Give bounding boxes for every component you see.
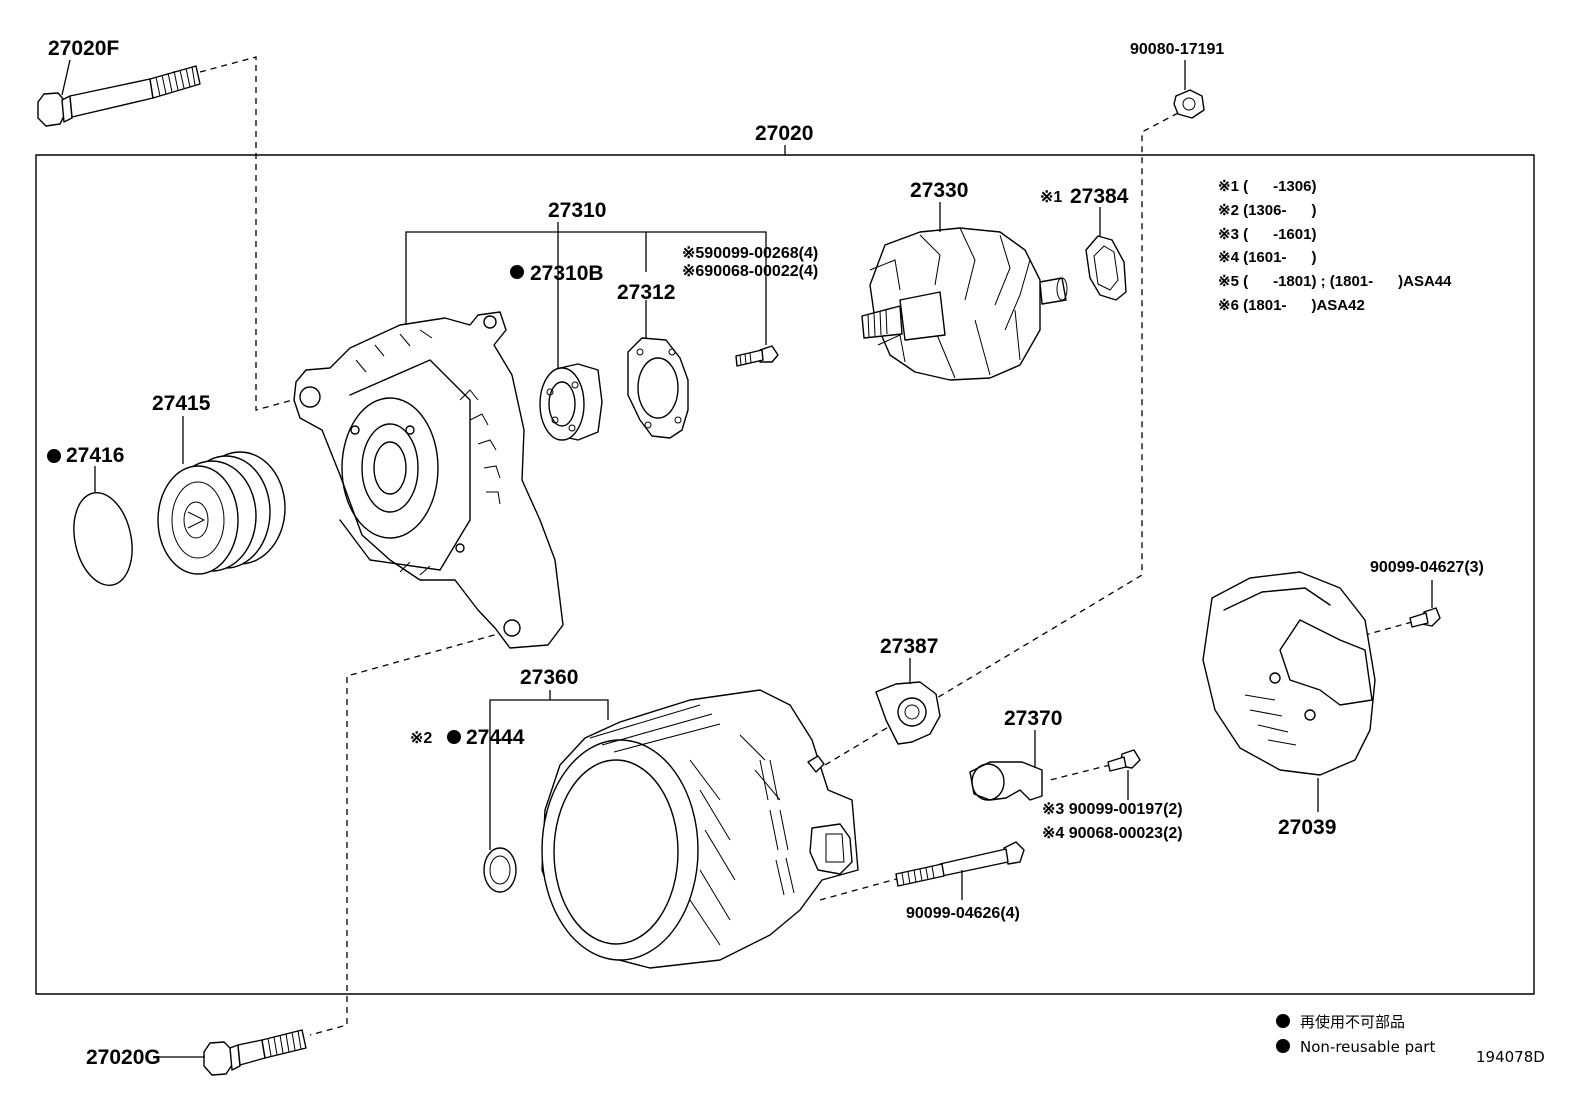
dash-90080 bbox=[824, 112, 1179, 766]
note-2: ※2 (1306- ) bbox=[1218, 202, 1316, 219]
legend-dot-jp bbox=[1276, 1014, 1290, 1028]
dash-27020G bbox=[309, 631, 506, 1036]
label-27370[interactable]: 27370 bbox=[1004, 707, 1062, 730]
label-27330[interactable]: 27330 bbox=[910, 179, 968, 202]
plate-27387 bbox=[875, 681, 941, 745]
label-27384[interactable]: 27384 bbox=[1070, 185, 1129, 208]
label-27387[interactable]: 27387 bbox=[880, 635, 938, 658]
note-3: ※3 ( -1601) bbox=[1218, 226, 1316, 243]
note-5: ※5 ( -1801) ; (1801- )ASA44 bbox=[1218, 273, 1452, 290]
bearing-27310B bbox=[539, 363, 603, 441]
diagram-id: 194078D bbox=[1476, 1048, 1545, 1066]
label-90099-04626[interactable]: 90099-04626(4) bbox=[906, 905, 1020, 922]
legend-en: Non-reusable part bbox=[1300, 1038, 1435, 1056]
ring-27444 bbox=[483, 847, 517, 893]
cover-27416 bbox=[73, 491, 133, 587]
bolt-27020F bbox=[37, 65, 201, 127]
label-90099-04627[interactable]: 90099-04627(3) bbox=[1370, 559, 1484, 576]
note-4: ※4 (1601- ) bbox=[1218, 249, 1316, 266]
rear-cover-27039 bbox=[1202, 571, 1376, 776]
label-27360[interactable]: 27360 bbox=[520, 666, 578, 689]
non-reusable-dot-27416 bbox=[47, 449, 61, 463]
non-reusable-dot-27444 bbox=[447, 730, 461, 744]
legend-dot-en bbox=[1276, 1039, 1290, 1053]
label-bolt-6[interactable]: ※690068-00022(4) bbox=[682, 263, 818, 280]
label-27020F[interactable]: 27020F bbox=[48, 37, 119, 60]
bolt-27020G bbox=[203, 1029, 307, 1076]
label-27310[interactable]: 27310 bbox=[548, 199, 606, 222]
note-6: ※6 (1801- )ASA42 bbox=[1218, 297, 1365, 314]
drive-end-frame-27310 bbox=[293, 311, 564, 649]
label-90080-17191[interactable]: 90080-17191 bbox=[1130, 41, 1224, 58]
label-27444[interactable]: 27444 bbox=[466, 726, 525, 749]
label-27416[interactable]: 27416 bbox=[66, 444, 124, 467]
label-27415[interactable]: 27415 bbox=[152, 392, 211, 415]
legend-jp: 再使用不可部品 bbox=[1300, 1013, 1405, 1031]
dash-90099-04627 bbox=[1364, 621, 1413, 636]
bolt-90099-04626 bbox=[895, 841, 1025, 887]
label-27020G[interactable]: 27020G bbox=[86, 1046, 161, 1069]
label-27312[interactable]: 27312 bbox=[617, 281, 675, 304]
pulley-27415 bbox=[157, 451, 286, 575]
rotor-27330 bbox=[861, 227, 1068, 381]
label-screw-4[interactable]: ※4 90068-00023(2) bbox=[1042, 825, 1183, 842]
dash-27020F bbox=[199, 56, 301, 411]
label-27384-prefix: ※1 bbox=[1040, 189, 1062, 206]
dash-27370-screw bbox=[1049, 764, 1111, 781]
brush-holder-27370 bbox=[969, 761, 1043, 801]
insulator-27384 bbox=[1085, 235, 1127, 301]
label-27310B[interactable]: 27310B bbox=[530, 262, 604, 285]
screw-90099-00268 bbox=[735, 345, 779, 367]
date-range-notes: ※1 ( -1306) ※2 (1306- ) ※3 ( -1601) ※4 (… bbox=[1218, 178, 1452, 314]
note-1: ※1 ( -1306) bbox=[1218, 178, 1316, 195]
screw-90099-00197 bbox=[1107, 749, 1141, 772]
screw-90099-04627 bbox=[1409, 607, 1441, 628]
nut-90080-17191 bbox=[1173, 89, 1205, 119]
non-reusable-dot-27310B bbox=[510, 265, 524, 279]
label-27444-prefix: ※2 bbox=[410, 730, 432, 747]
rectifier-end-frame-27360 bbox=[541, 689, 859, 969]
label-bolt-5[interactable]: ※590099-00268(4) bbox=[682, 245, 818, 262]
label-27020[interactable]: 27020 bbox=[755, 122, 813, 145]
label-screw-3[interactable]: ※3 90099-00197(2) bbox=[1042, 801, 1183, 818]
label-27039[interactable]: 27039 bbox=[1278, 816, 1336, 839]
dash-90099-04626 bbox=[819, 877, 901, 901]
retainer-plate-27312 bbox=[627, 337, 689, 439]
